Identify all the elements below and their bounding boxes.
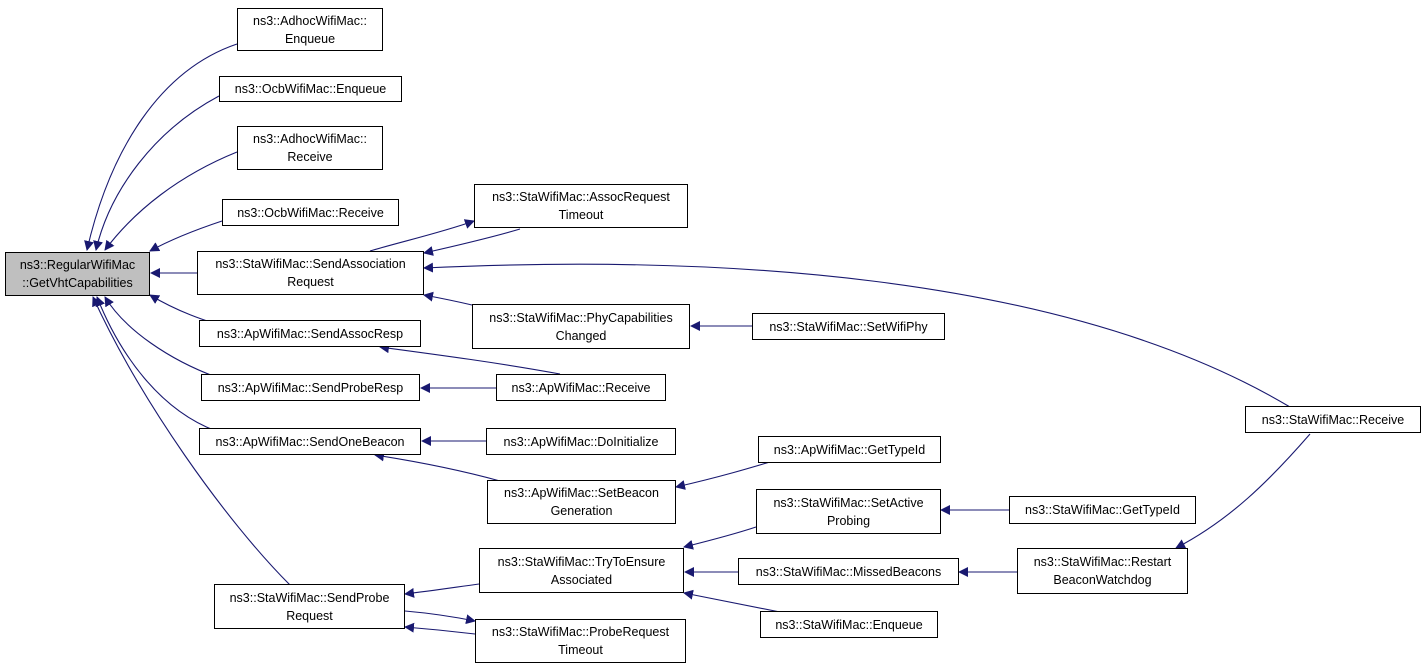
- node-apwifimac-sendassocresp[interactable]: ns3::ApWifiMac::SendAssocResp: [199, 320, 421, 347]
- node-stawifimac-sendproberequest[interactable]: ns3::StaWifiMac::SendProbe Request: [214, 584, 405, 629]
- node-ocbwifimac-enqueue[interactable]: ns3::OcbWifiMac::Enqueue: [219, 76, 402, 102]
- edge-sta_receive-to-sta_restart_beacon_watchdog: [1175, 433, 1311, 549]
- edge-adhoc_enqueue-to-root: [84, 43, 238, 251]
- node-apwifimac-setbeacongeneration[interactable]: ns3::ApWifiMac::SetBeacon Generation: [487, 480, 676, 524]
- node-stawifimac-receive[interactable]: ns3::StaWifiMac::Receive: [1245, 406, 1421, 433]
- edge-sta_probe_req_timeout-to-sta_send_probe_req: [404, 622, 476, 635]
- node-stawifimac-setactiveprobing[interactable]: ns3::StaWifiMac::SetActive Probing: [756, 489, 941, 534]
- node-stawifimac-gettypeid[interactable]: ns3::StaWifiMac::GetTypeId: [1009, 496, 1196, 524]
- node-stawifimac-setwifiphy[interactable]: ns3::StaWifiMac::SetWifiPhy: [752, 313, 945, 340]
- node-stawifimac-missedbeacons[interactable]: ns3::StaWifiMac::MissedBeacons: [738, 558, 959, 585]
- edge-sta_send_assoc_req-to-sta_assoc_req_timeout: [369, 219, 475, 252]
- edge-ap_set_beacon_gen-to-ap_send_one_beacon: [374, 451, 501, 482]
- edge-ap_send_probe_resp-to-root: [104, 296, 217, 378]
- edge-ap_send_one_beacon-to-root: [95, 296, 217, 432]
- edge-sta_assoc_req_timeout-to-sta_send_assoc_req: [423, 228, 521, 256]
- node-apwifimac-gettypeid[interactable]: ns3::ApWifiMac::GetTypeId: [758, 436, 941, 463]
- node-apwifimac-receive[interactable]: ns3::ApWifiMac::Receive: [496, 374, 666, 401]
- edge-sta_try_ensure_assoc-to-sta_send_probe_req: [404, 583, 480, 598]
- node-apwifimac-doinitialize[interactable]: ns3::ApWifiMac::DoInitialize: [486, 428, 676, 455]
- node-adhocwifimac-receive[interactable]: ns3::AdhocWifiMac:: Receive: [237, 126, 383, 170]
- edge-sta_enqueue-to-sta_try_ensure_assoc: [683, 589, 781, 613]
- node-ocbwifimac-receive[interactable]: ns3::OcbWifiMac::Receive: [222, 199, 399, 226]
- node-stawifimac-sendassociationrequest[interactable]: ns3::StaWifiMac::SendAssociation Request: [197, 251, 424, 295]
- edge-ap_get_type_id-to-ap_set_beacon_gen: [675, 458, 781, 490]
- edge-sta_send_probe_req-to-sta_probe_req_timeout: [404, 610, 476, 625]
- node-stawifimac-restartbeaconwatchdog[interactable]: ns3::StaWifiMac::Restart BeaconWatchdog: [1017, 548, 1188, 594]
- node-stawifimac-assocrequesttimeout[interactable]: ns3::StaWifiMac::AssocRequest Timeout: [474, 184, 688, 228]
- edge-ocb_enqueue-to-root: [93, 95, 220, 251]
- edge-ocb_receive-to-root: [149, 220, 223, 252]
- node-stawifimac-proberequesttimeout[interactable]: ns3::StaWifiMac::ProbeRequest Timeout: [475, 619, 686, 663]
- node-stawifimac-trytoensureassociated[interactable]: ns3::StaWifiMac::TryToEnsure Associated: [479, 548, 684, 593]
- edge-adhoc_receive-to-root: [104, 151, 238, 251]
- node-apwifimac-sendonebeacon[interactable]: ns3::ApWifiMac::SendOneBeacon: [199, 428, 421, 455]
- node-stawifimac-enqueue[interactable]: ns3::StaWifiMac::Enqueue: [760, 611, 938, 638]
- edge-sta_receive-to-sta_send_assoc_req: [423, 262, 1291, 408]
- edge-sta_phy_cap_changed-to-sta_send_assoc_req: [423, 291, 473, 306]
- node-regularwifimac-getvhtcapabilities: ns3::RegularWifiMac ::GetVhtCapabilities: [5, 252, 150, 296]
- node-apwifimac-sendproberesp[interactable]: ns3::ApWifiMac::SendProbeResp: [201, 374, 420, 401]
- edge-ap_receive-to-ap_send_assoc_resp: [379, 343, 561, 375]
- node-adhocwifimac-enqueue[interactable]: ns3::AdhocWifiMac:: Enqueue: [237, 8, 383, 51]
- node-stawifimac-phycapabilitieschanged[interactable]: ns3::StaWifiMac::PhyCapabilities Changed: [472, 304, 690, 349]
- edge-sta_set_active_probing-to-sta_try_ensure_assoc: [683, 526, 757, 550]
- edge-sta_send_probe_req-to-root: [92, 296, 291, 586]
